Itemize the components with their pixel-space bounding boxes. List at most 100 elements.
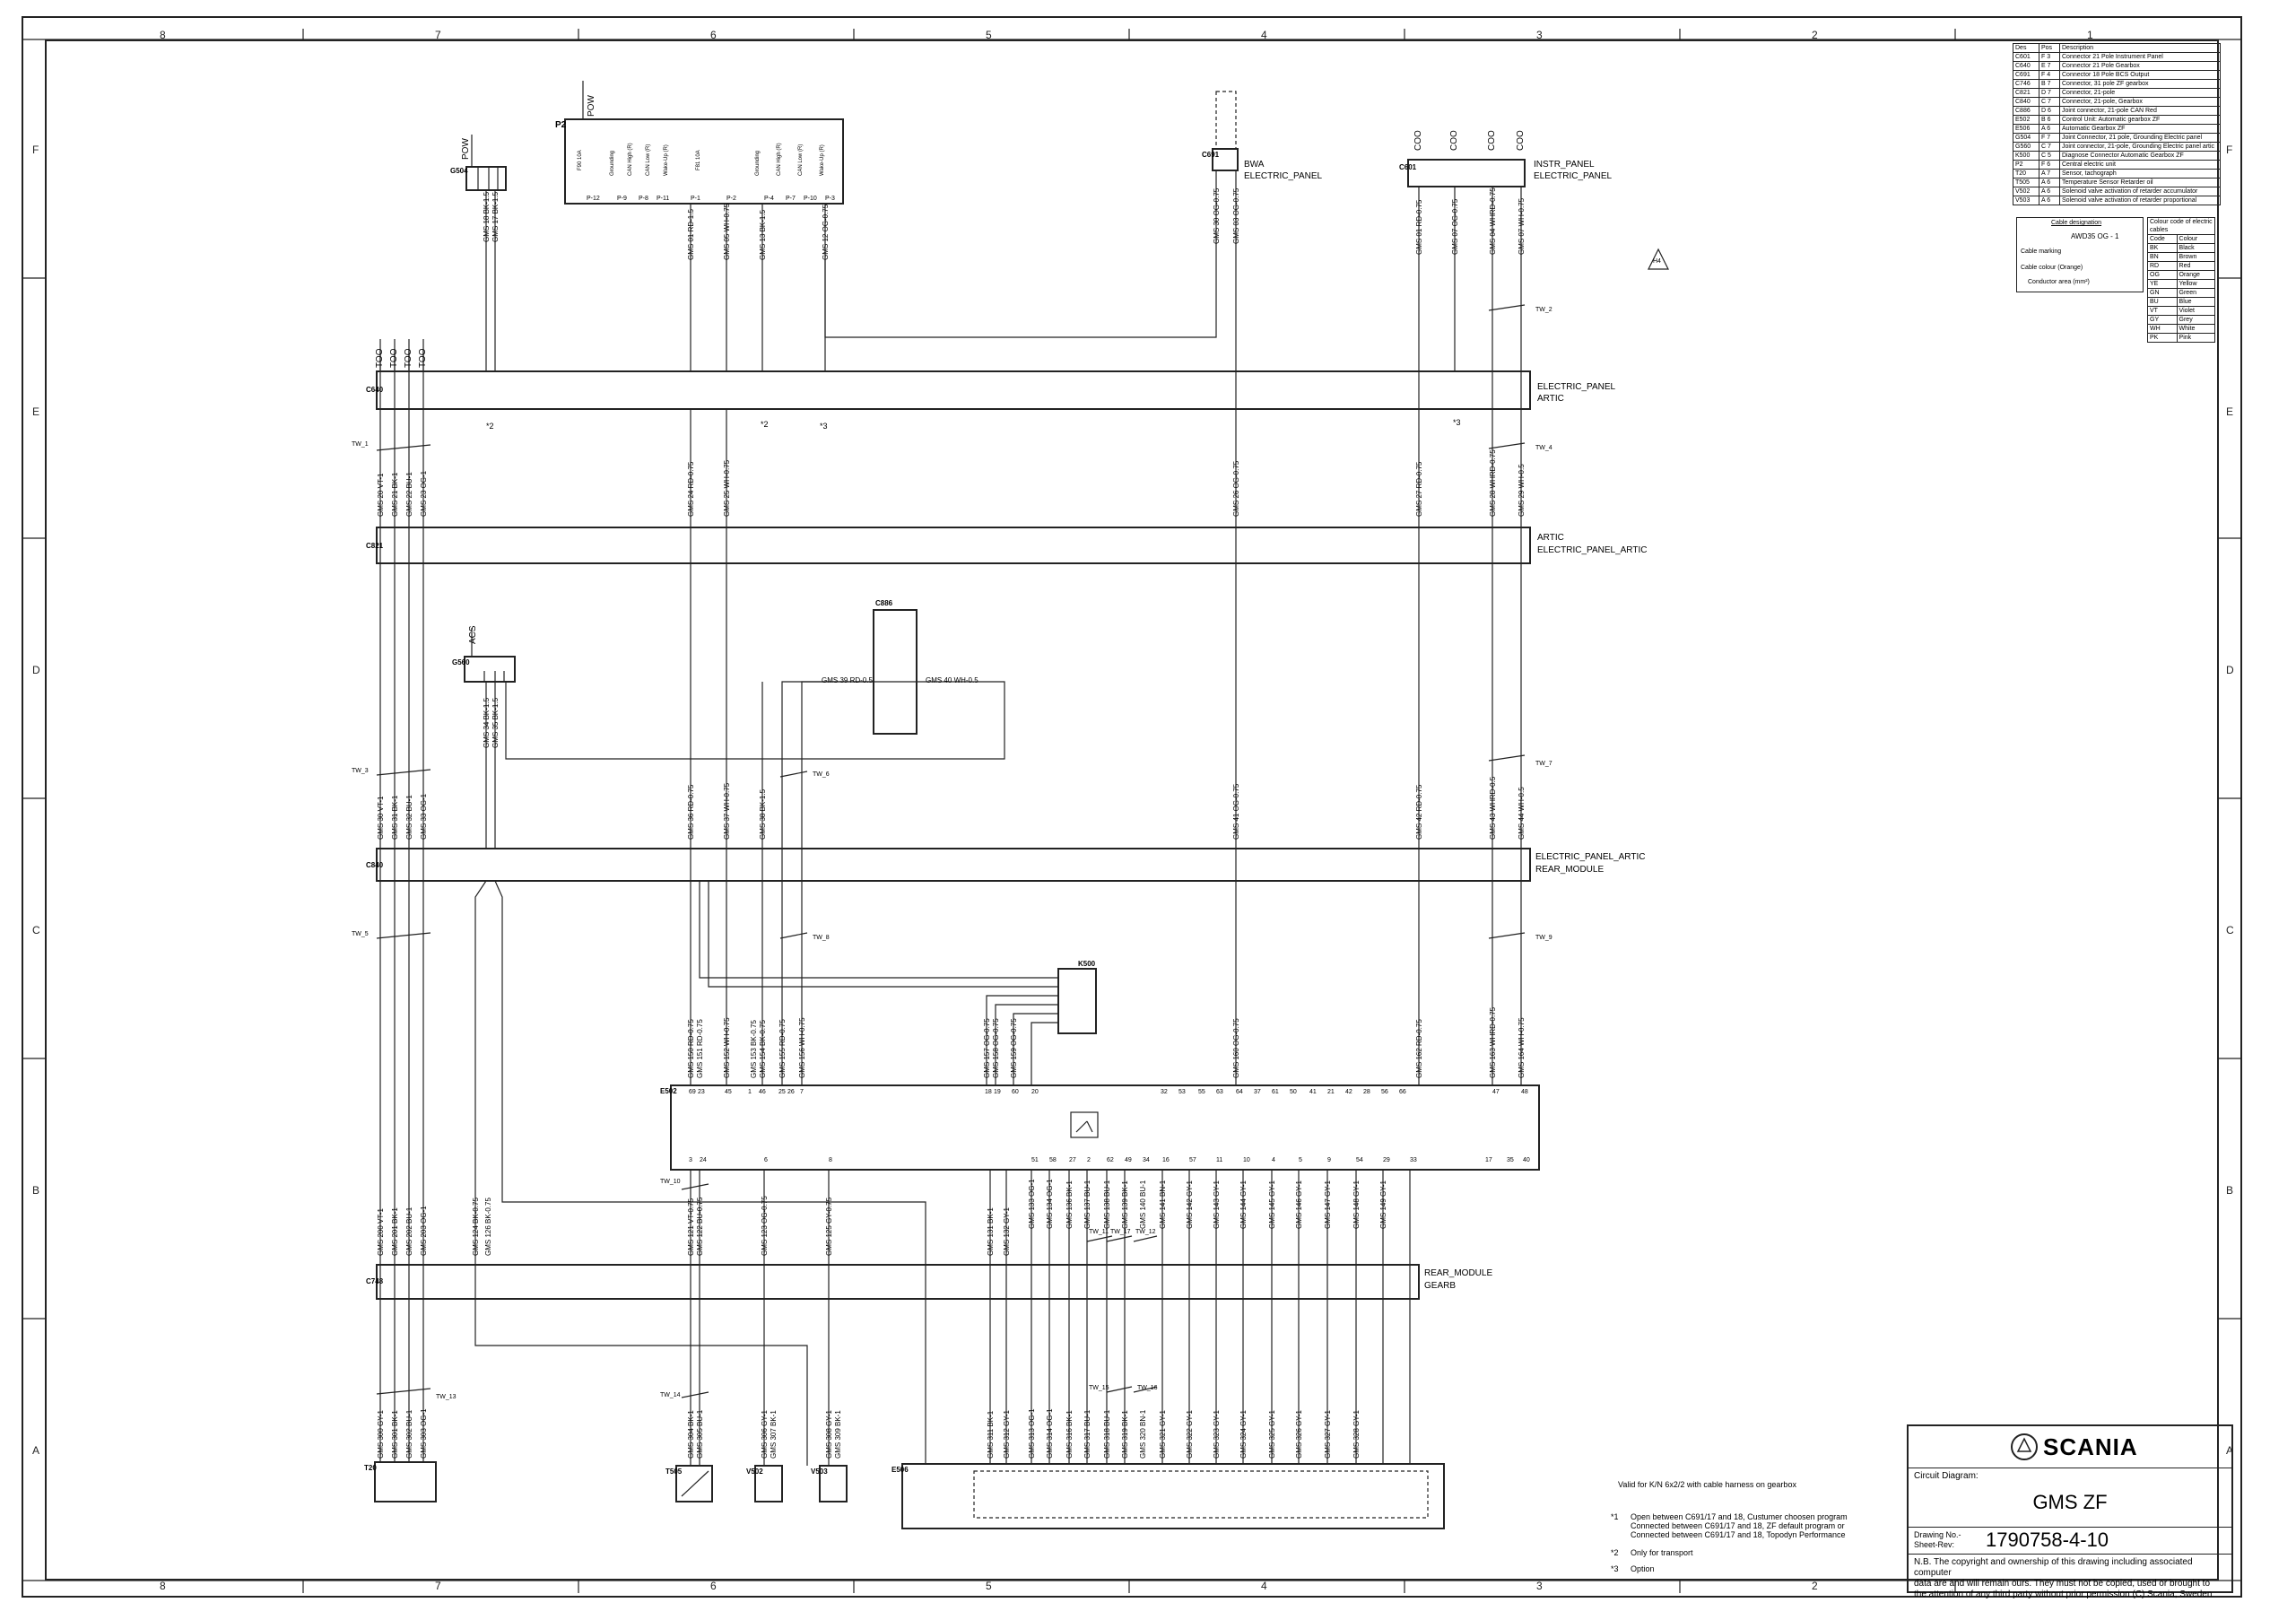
wire-label: GMS 33 OG-1 xyxy=(420,793,428,840)
ecu-pin-number: 69 xyxy=(689,1089,696,1095)
grid-col-label: 2 xyxy=(1812,1580,1818,1592)
colour-code-cell: Blue xyxy=(2176,297,2216,307)
bar-label: ELECTRIC_PANEL_ARTIC xyxy=(1535,852,1646,862)
colour-code-header: Colour code of electric cables xyxy=(2147,217,2215,235)
wire-label: GMS 157 OG-0.75 xyxy=(983,1018,991,1078)
grid-col-label: 5 xyxy=(986,29,992,41)
ecu-pin-number: 63 xyxy=(1216,1089,1223,1095)
p2-signal: CAN Low (R) xyxy=(646,144,651,176)
c601-tag: COO xyxy=(1516,130,1526,151)
wire-label: GMS 123 OG-0.75 xyxy=(761,1196,769,1256)
grid-col-label: 5 xyxy=(986,1580,992,1592)
wire-label: GMS 307 BK-1 xyxy=(770,1410,778,1459)
grid-row-label: D xyxy=(32,664,40,676)
grid-row-label: C xyxy=(2226,924,2234,936)
ecu-pin-number: 55 xyxy=(1198,1089,1205,1095)
legend-header: Description xyxy=(2059,43,2221,53)
wire-label: GMS 324 GY-1 xyxy=(1239,1410,1248,1459)
wire-label: GMS 122 BU-0.75 xyxy=(696,1197,704,1256)
ecu-pin-number: 3 xyxy=(689,1157,692,1163)
colour-code-cell: WH xyxy=(2147,324,2178,334)
wire-label: GMS 36 RD-0.75 xyxy=(687,784,695,840)
ecu-pin-number: 49 xyxy=(1125,1157,1132,1163)
t505-code: T505 xyxy=(665,1468,683,1476)
legend-cell: F 7 xyxy=(2039,133,2060,143)
ecu-pin-number: 16 xyxy=(1162,1157,1170,1163)
copyright-note: N.B. The copyright and ownership of this… xyxy=(1914,1557,2231,1600)
p2-pin: P-9 xyxy=(617,196,627,202)
wire-label: GMS 124 BK-0.75 xyxy=(472,1198,480,1256)
colour-code-cell: BN xyxy=(2147,252,2178,262)
k500-code: K500 xyxy=(1078,960,1096,968)
wire-label: GMS 152 WH-0.75 xyxy=(723,1017,731,1078)
sheet-inner-frame xyxy=(45,39,2219,1581)
legend-cell: Connector, 21-pole, Gearbox xyxy=(2059,97,2221,107)
ecu-pin-number: 19 xyxy=(994,1089,1001,1095)
ecu-pin-number: 35 xyxy=(1507,1157,1514,1163)
grid-col-label: 3 xyxy=(1536,1580,1543,1592)
wire-label: GMS 154 BK-0.75 xyxy=(759,1020,767,1078)
colour-code-cell: BU xyxy=(2147,297,2178,307)
ecu-pin-number: 7 xyxy=(800,1089,804,1095)
wire-label: GMS 164 WH-0.75 xyxy=(1518,1017,1526,1078)
legend-cell: E506 xyxy=(2013,124,2039,134)
legend-cell: F 3 xyxy=(2039,52,2060,62)
legend-cell: E 7 xyxy=(2039,61,2060,71)
ecu-pin-number: 27 xyxy=(1069,1157,1076,1163)
e502-code: E502 xyxy=(660,1087,677,1095)
p2-pin: P-12 xyxy=(587,196,600,202)
colour-code-cell: OG xyxy=(2147,270,2178,280)
copyright-line: data are and will remain ours. They must… xyxy=(1914,1579,2211,1589)
circuit-label: Circuit Diagram: xyxy=(1914,1471,1979,1481)
wire-label: GMS 156 WH-0.75 xyxy=(798,1017,806,1078)
legend-cell: C821 xyxy=(2013,88,2039,98)
ecu-pin-number: 32 xyxy=(1161,1089,1168,1095)
wire-label: GMS 30 VT-1 xyxy=(377,796,385,840)
colour-code-cell: Red xyxy=(2176,261,2216,271)
legend-header: Des xyxy=(2013,43,2039,53)
bar-label: ELECTRIC_PANEL_ARTIC xyxy=(1537,545,1648,555)
twist-label: TW_6 xyxy=(813,771,830,778)
legend-cell: F 6 xyxy=(2039,160,2060,170)
too-tag: TOO xyxy=(418,348,428,368)
twist-label: TW_17 xyxy=(1110,1229,1131,1235)
legend-cell: V502 xyxy=(2013,187,2039,196)
note-line: Option xyxy=(1631,1564,1655,1573)
ecu-pin-number: 51 xyxy=(1031,1157,1039,1163)
grid-row-label: E xyxy=(32,405,40,418)
ecu-pin-number: 26 xyxy=(787,1089,795,1095)
wire-label: GMS 316 BK-1 xyxy=(1065,1410,1074,1459)
ecu-pin-number: 34 xyxy=(1143,1157,1150,1163)
p2-pin: P-4 xyxy=(764,196,774,202)
twist-label: TW_12 xyxy=(1135,1229,1156,1235)
wire-label: GMS 132 GY-1 xyxy=(1003,1207,1011,1256)
ecu-pin-number: 9 xyxy=(1327,1157,1331,1163)
wire-label: GMS 28 WHRD-0.75 xyxy=(1489,449,1497,517)
ecu-pin-number: 11 xyxy=(1216,1157,1223,1163)
c601-tag: COO xyxy=(1487,130,1497,151)
g560-code: G560 xyxy=(452,658,470,666)
colour-code-cell: Green xyxy=(2176,288,2216,298)
wire-label: GMS 203 OG-1 xyxy=(420,1206,428,1256)
note-line: Open between C691/17 and 18, Custumer ch… xyxy=(1631,1512,1848,1521)
wire-label: GMS 317 BU-1 xyxy=(1083,1409,1091,1459)
too-tag: TOO xyxy=(404,348,413,368)
wire-label: GMS 313 OG-1 xyxy=(1028,1408,1036,1459)
twist-label: TW_1 xyxy=(352,441,369,448)
wire-label: GMS 05 WH-0.75 xyxy=(723,203,731,260)
legend-cell: C601 xyxy=(2013,52,2039,62)
ecu-pin-number: 57 xyxy=(1189,1157,1196,1163)
wire-label: GMS 17 BK-1.5 xyxy=(491,191,500,242)
wire-label: GMS 148 GY-1 xyxy=(1352,1180,1361,1229)
wire-label: GMS 201 BK-1 xyxy=(391,1207,399,1256)
wire-label: GMS 40 WH-0.5 xyxy=(926,676,978,684)
wire-label: GMS 12 OG-0.75 xyxy=(822,204,830,260)
